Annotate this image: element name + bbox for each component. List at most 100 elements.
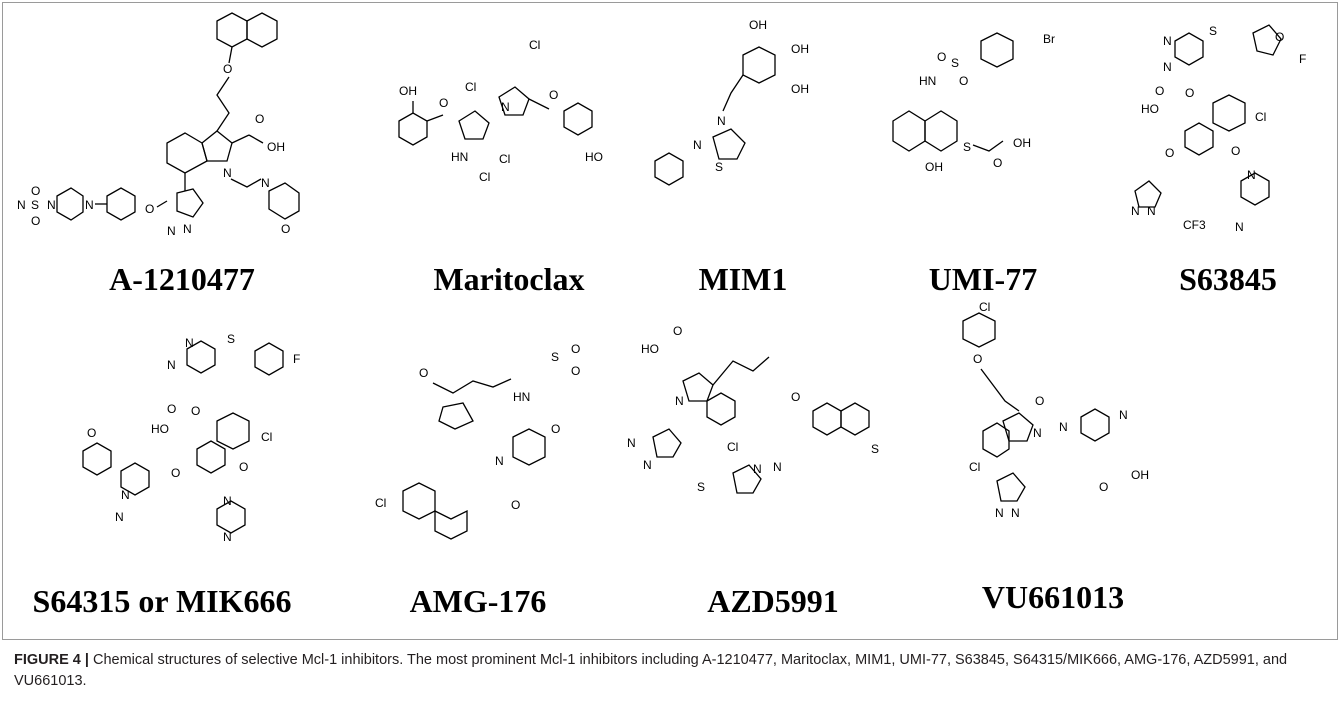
bond-stroke [712, 128, 746, 160]
atom-label: O [1035, 394, 1044, 408]
compound-label: A-1210477 [109, 261, 255, 297]
bond-stroke [652, 428, 682, 458]
atom-label: Cl [979, 300, 990, 314]
atom-label: OH [399, 84, 417, 98]
atom-label: Cl [529, 38, 540, 52]
atom-label: F [293, 352, 300, 366]
bond-stroke [216, 12, 248, 48]
atom-label: Br [1043, 32, 1055, 46]
atom-label: N [223, 494, 232, 508]
compound-mim1: OH OH OH N S N MIM1 [643, 11, 843, 311]
bond-stroke [980, 32, 1014, 68]
bond-stroke [962, 312, 996, 348]
atom-label: N [1163, 60, 1172, 74]
bond-stroke [186, 340, 216, 374]
bond-stroke [231, 134, 250, 144]
bond-stroke [248, 134, 264, 144]
bond-stroke [402, 482, 436, 520]
compound-label: AZD5991 [707, 583, 839, 619]
atom-label: S [1209, 24, 1217, 38]
atom-label: Cl [375, 496, 386, 510]
atom-label: O [1155, 84, 1164, 98]
atom-label: S [697, 480, 705, 494]
atom-label: O [191, 404, 200, 418]
atom-label: N [1147, 204, 1156, 218]
bond-stroke [563, 102, 593, 136]
atom-label: O [571, 364, 580, 378]
bond-stroke [512, 428, 546, 466]
atom-label: N [1131, 204, 1140, 218]
atom-label: O [87, 426, 96, 440]
atom-label: N [115, 510, 124, 524]
structure-a1210477: O O OH N N O N N O N N [17, 12, 300, 238]
bond-stroke [216, 412, 250, 450]
atom-label: HO [151, 422, 169, 436]
atom-label: N [753, 462, 762, 476]
compound-s63845: N N S O F HO O O Cl O O N N CF3 N N S638… [1123, 11, 1333, 311]
atom-label: O [551, 422, 560, 436]
atom-label: O [937, 50, 946, 64]
atom-label: O [1275, 30, 1284, 44]
figure-label: FIGURE 4 | [14, 652, 89, 668]
bond-stroke [56, 187, 84, 221]
atom-label: N [627, 436, 636, 450]
structure-azd5991: HO O N Cl O S N N S N N [627, 324, 879, 494]
atom-label: O [673, 324, 682, 338]
compound-label: S64315 or MIK666 [32, 583, 292, 619]
atom-label: O [993, 156, 1002, 170]
bond-stroke [268, 182, 300, 220]
atom-label: N [167, 358, 176, 372]
bond-stroke [1252, 24, 1282, 56]
atom-label: O [549, 88, 558, 102]
atom-label: N [1247, 168, 1256, 182]
atom-label: N [1235, 220, 1244, 234]
bond-stroke [742, 46, 776, 84]
atom-label: N [47, 198, 56, 212]
bond-stroke [156, 200, 168, 208]
atom-label: N [121, 488, 130, 502]
compound-umi77: Br S O O HN OH S O OH UMI-77 [863, 11, 1103, 311]
atom-label: Cl [969, 460, 980, 474]
atom-label: S [31, 198, 39, 212]
atom-label: N [85, 198, 94, 212]
bond-stroke [712, 356, 770, 386]
atom-label: N [223, 530, 232, 544]
bond-stroke [498, 86, 530, 116]
atom-label: N [185, 336, 194, 350]
caption-text: Chemical structures of selective Mcl-1 i… [14, 652, 1288, 689]
bond-stroke [1002, 412, 1034, 442]
atom-label: O [281, 222, 290, 236]
atom-label: Cl [261, 430, 272, 444]
structure-s63845: N N S O F HO O O Cl O O N N CF3 N N [1131, 24, 1306, 234]
atom-label: N [261, 176, 270, 190]
structure-s64315: N N S F HO O O Cl O O O N N N N [82, 332, 300, 544]
atom-label: O [145, 202, 154, 216]
atom-label: O [419, 366, 428, 380]
bond-stroke [722, 74, 744, 112]
bond-stroke [972, 140, 1004, 152]
bond-stroke [1080, 408, 1110, 442]
atom-label: N [1033, 426, 1042, 440]
atom-label: OH [791, 82, 809, 96]
atom-label: F [1299, 52, 1306, 66]
bond-stroke [458, 110, 490, 140]
atom-label: Cl [479, 170, 490, 184]
bond-stroke [398, 112, 428, 146]
atom-label: O [239, 460, 248, 474]
atom-label: O [1231, 144, 1240, 158]
atom-label: OH [1013, 136, 1031, 150]
atom-label: N [995, 506, 1004, 520]
atom-label: HN [919, 74, 936, 88]
bond-stroke [176, 188, 204, 218]
bond-stroke [228, 46, 233, 64]
atom-label: N [501, 100, 510, 114]
atom-label: OH [791, 42, 809, 56]
atom-label: N [17, 198, 26, 212]
atom-label: Cl [1255, 110, 1266, 124]
bond-stroke [120, 462, 150, 496]
atom-label: N [1163, 34, 1172, 48]
atom-label: N [643, 458, 652, 472]
bond-stroke [230, 178, 262, 188]
atom-label: HO [585, 150, 603, 164]
structure-maritoclax: OH O HN Cl Cl Cl N Cl O HO [398, 38, 603, 184]
